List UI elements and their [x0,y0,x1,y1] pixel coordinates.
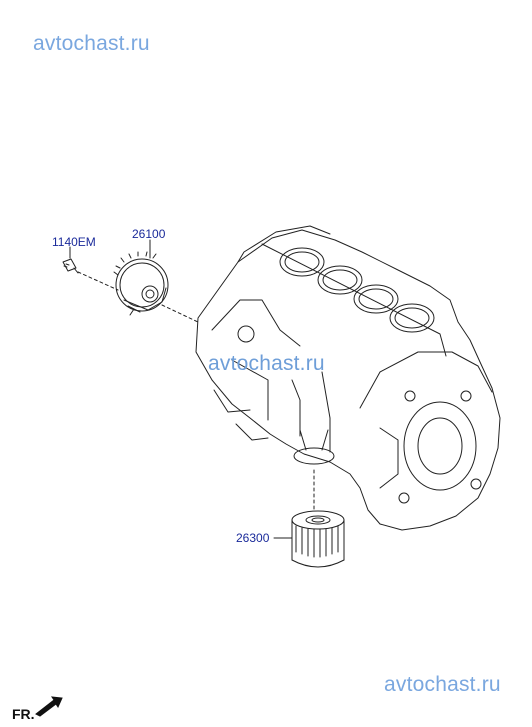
bolt-part [62,258,79,274]
watermark-middle: avtochast.ru [208,352,325,375]
callout-oil-pump[interactable]: 26100 [132,227,166,241]
watermark-bottom: avtochast.ru [384,673,501,696]
front-direction-arrow-icon [35,696,63,717]
orientation-label: FR. [12,706,35,722]
callout-bolt[interactable]: 1140EM [52,235,96,249]
callout-oil-filter[interactable]: 26300 [236,531,270,545]
engine-block [195,225,501,531]
oil-pump-part [113,251,169,316]
oil-filter-part [291,510,345,568]
watermark-top: avtochast.ru [33,32,150,55]
leader-lines [77,271,315,513]
